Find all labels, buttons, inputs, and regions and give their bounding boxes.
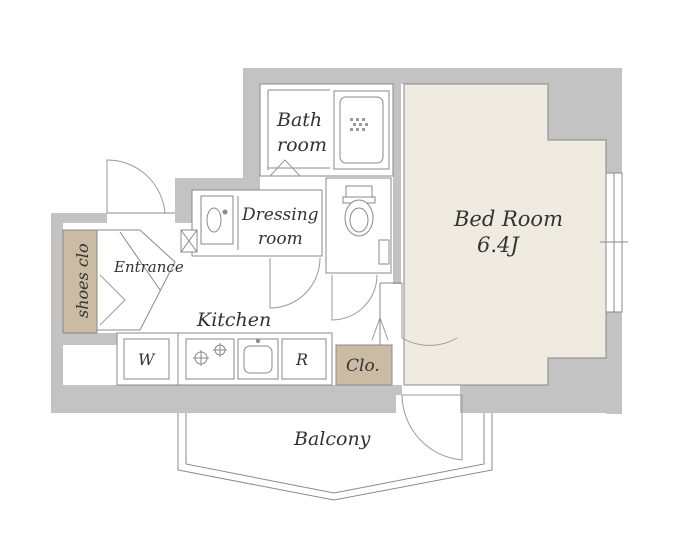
kitchen: Kitchen W R [116,309,333,386]
wall-bath-left [243,68,260,185]
wall-right-upper [606,68,622,173]
balcony-door-swing [401,394,463,461]
shoes-closet-label: shoes clo [73,243,92,318]
dressing-door-swing [269,257,321,309]
sink-icon-kitchen [237,338,279,380]
bedroom-size: 6.4J [477,233,520,257]
toilet-icon [342,185,376,237]
bedroom-floor [403,83,607,386]
wall-bottom-left [51,385,396,413]
bedroom-door-swing [401,283,458,346]
toilet-handrail [378,239,390,265]
wall-top [243,68,622,84]
entrance: shoes clo Entrance [62,159,184,334]
bathtub-icon [333,90,390,170]
kitchen-label: Kitchen [196,309,271,331]
dressing-label: Dressing [241,205,319,225]
wall-left [51,213,63,413]
stove-icon [185,338,235,380]
wall-bath-bedroom [393,84,401,284]
toilet-door-swing [331,274,378,321]
closet: Clo. [335,316,393,386]
bath-door-swing [269,159,301,177]
wall-entrance-top [51,213,107,223]
entrance-door-swing [106,159,166,214]
balcony-label: Balcony [293,428,371,450]
sink-icon [200,195,234,245]
shoes-closet [62,229,98,334]
bedroom-label: Bed Room [453,207,563,231]
washer-label: W [138,350,156,369]
wall-bottom-mid [396,385,402,395]
wall-bottom-right [460,385,622,413]
dressing-label-2: room [258,229,303,249]
wall-left-notch [51,333,117,345]
closet-label: Clo. [346,356,380,376]
entrance-label: Entrance [113,258,184,276]
bath-label-2: room [277,134,327,156]
bath-label: Bath [276,109,322,131]
washer-icon: W [123,338,170,380]
wall-corner-top-right [548,84,606,140]
toilet-room [325,177,392,321]
balcony: Balcony [177,413,493,501]
fridge-icon: R [281,338,327,380]
window-icon [600,172,628,313]
bathroom: Bath room [259,83,394,177]
dressing-room: Dressing room [180,189,323,309]
walls [51,68,622,414]
wall-dressing-top [175,178,260,190]
fridge-label: R [295,350,308,369]
